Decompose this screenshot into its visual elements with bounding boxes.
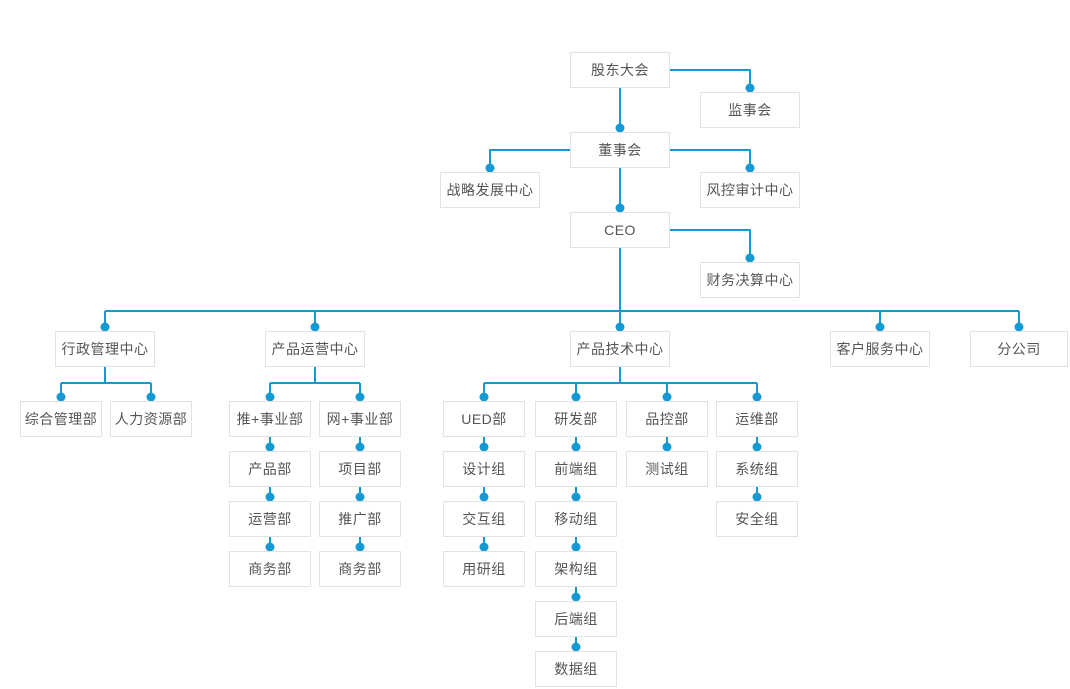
org-node-service-center: 客户服务中心 (830, 331, 930, 367)
org-node-supervisory: 监事会 (700, 92, 800, 128)
org-node-om-dept: 运维部 (716, 401, 798, 437)
org-node-system-group: 系统组 (716, 451, 798, 487)
org-node-architecture-group: 架构组 (535, 551, 617, 587)
org-node-test-group: 测试组 (626, 451, 708, 487)
org-node-security-group: 安全组 (716, 501, 798, 537)
org-node-design-group: 设计组 (443, 451, 525, 487)
org-node-branch: 分公司 (970, 331, 1068, 367)
org-node-frontend-group: 前端组 (535, 451, 617, 487)
org-node-mobile-group: 移动组 (535, 501, 617, 537)
org-node-data-group: 数据组 (535, 651, 617, 687)
org-node-user-research-group: 用研组 (443, 551, 525, 587)
org-node-risk-audit-center: 风控审计中心 (700, 172, 800, 208)
org-node-rd-dept: 研发部 (535, 401, 617, 437)
org-node-ops-center: 产品运营中心 (265, 331, 365, 367)
org-node-strategy-center: 战略发展中心 (440, 172, 540, 208)
org-node-backend-group: 后端组 (535, 601, 617, 637)
org-node-finance-center: 财务决算中心 (700, 262, 800, 298)
org-node-product-dept: 产品部 (229, 451, 311, 487)
org-node-business-dept-b: 商务部 (319, 551, 401, 587)
org-node-ued-dept: UED部 (443, 401, 525, 437)
org-node-tui-bu: 推+事业部 (229, 401, 311, 437)
org-node-hr-dept: 人力资源部 (110, 401, 192, 437)
org-node-interaction-group: 交互组 (443, 501, 525, 537)
org-node-project-dept: 项目部 (319, 451, 401, 487)
org-node-admin-center: 行政管理中心 (55, 331, 155, 367)
org-node-business-dept-a: 商务部 (229, 551, 311, 587)
org-node-tech-center: 产品技术中心 (570, 331, 670, 367)
org-node-wang-bu: 网+事业部 (319, 401, 401, 437)
org-node-general-admin-dept: 综合管理部 (20, 401, 102, 437)
org-node-promotion-dept: 推广部 (319, 501, 401, 537)
org-node-board: 董事会 (570, 132, 670, 168)
org-node-shareholders: 股东大会 (570, 52, 670, 88)
org-node-ceo: CEO (570, 212, 670, 248)
org-node-operation-dept: 运营部 (229, 501, 311, 537)
org-node-qc-dept: 品控部 (626, 401, 708, 437)
